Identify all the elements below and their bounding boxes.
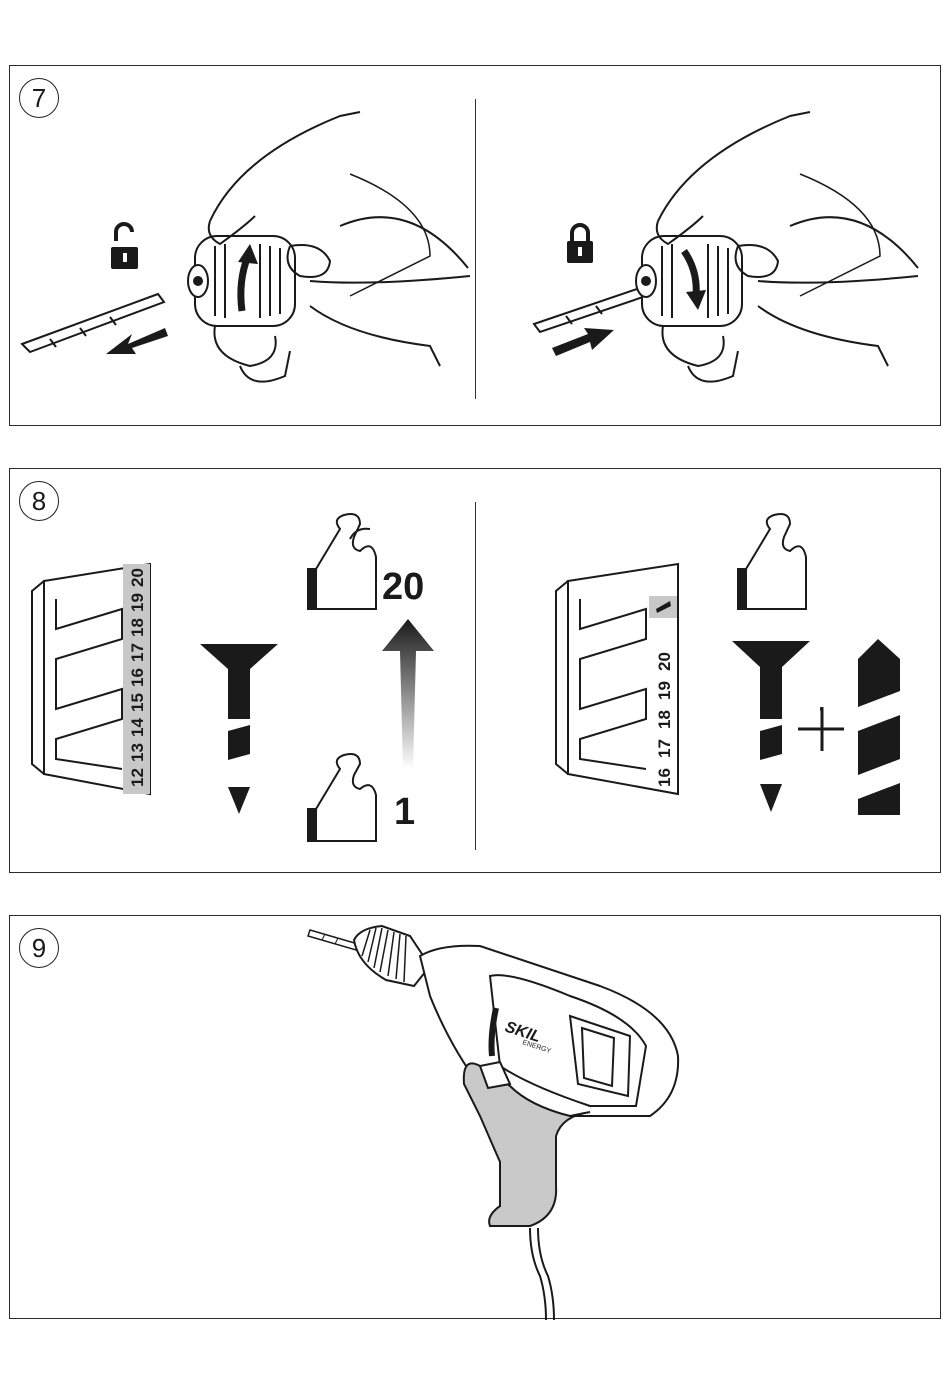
drill-bit-icon [308,930,358,950]
padlock-open-icon [111,224,138,269]
remove-arrow-icon [106,328,168,354]
torque-increase-arrow-icon [382,619,434,769]
torque-scale-number: 12 [128,768,147,787]
torque-illustration-8: 12 13 14 15 16 17 18 19 20 20 1 [10,469,942,874]
drill-illustration-9: SKIL ENERGY [10,916,942,1320]
figure-panel-7: 7 [9,65,941,426]
flexed-arm-icon [738,514,806,609]
torque-scale-number: 19 [655,681,674,700]
torque-scale-number: 18 [655,710,674,729]
flexed-arm-icon [308,754,376,841]
torque-scale-number: 13 [128,743,147,762]
torque-scale-left: 12 13 14 15 16 17 18 19 20 [128,568,147,787]
torque-scale-number: 19 [128,593,147,612]
drill-bit-icon [534,288,646,332]
drill-body [420,946,678,1116]
torque-scale-number: 16 [128,668,147,687]
padlock-closed-icon [567,225,593,263]
torque-scale-number: 17 [655,739,674,758]
insert-arrow-icon [552,328,614,356]
screw-icon [200,644,278,814]
figure-panel-9: 9 SKIL ENERGY [9,915,941,1319]
torque-max-label: 20 [382,566,424,608]
torque-scale-number: 17 [128,643,147,662]
torque-scale-number: 16 [655,768,674,787]
drill-bit-icon [858,639,900,815]
torque-scale-number: 20 [128,568,147,587]
torque-collar-icon [556,564,678,794]
torque-scale-number: 18 [128,618,147,637]
screw-icon [732,641,810,812]
torque-scale-number: 14 [128,718,147,737]
torque-scale-number: 20 [655,652,674,671]
torque-min-label: 1 [394,791,415,833]
chuck-illustration-7 [10,66,942,427]
torque-scale-number: 15 [128,693,147,712]
flexed-arm-icon [308,514,376,609]
drill-chuck-icon [354,926,430,986]
